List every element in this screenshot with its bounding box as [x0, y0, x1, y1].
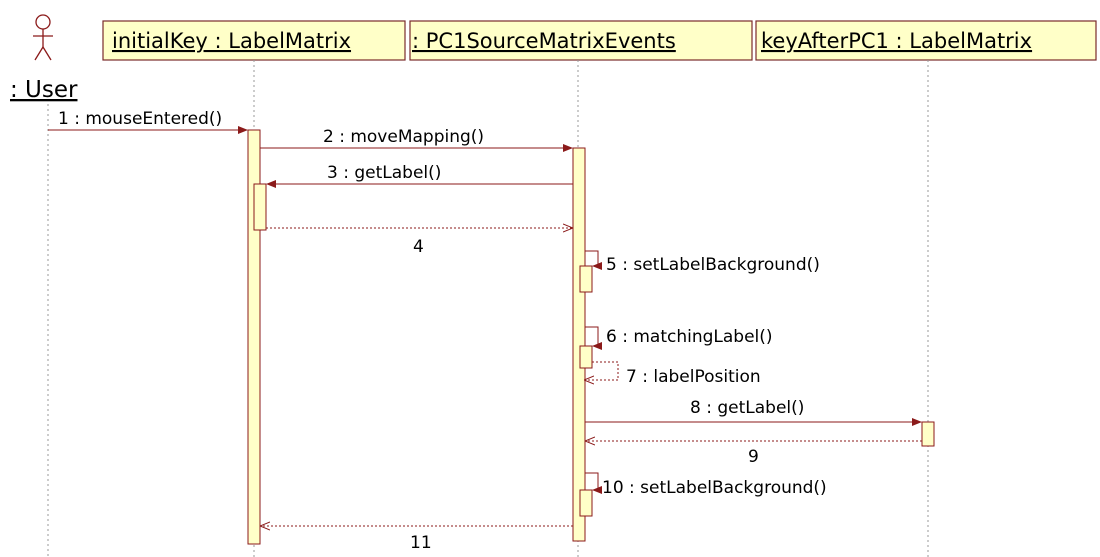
activation-pc1-setbg [579, 265, 593, 293]
message-label-5: 5 : setLabelBackground() [606, 255, 820, 275]
lifeline-header-keyafter [755, 20, 1097, 61]
message-arrow-7 [585, 361, 619, 380]
message-label-8: 8 : getLabel() [690, 398, 804, 418]
message-label-9: 9 [748, 447, 759, 467]
lifeline-header-pc1 [409, 20, 753, 61]
user-actor-icon [33, 14, 53, 61]
activation-pc1-matching [579, 345, 593, 369]
activation-pc1-setbg2 [579, 489, 593, 517]
message-label-4: 4 [413, 237, 424, 257]
message-label-2: 2 : moveMapping() [323, 127, 484, 147]
message-arrow-6 [585, 326, 602, 350]
actor-label: : User [10, 77, 78, 103]
message-label-6: 6 : matchingLabel() [606, 327, 773, 347]
message-label-11: 11 [410, 533, 432, 553]
lifeline-label-initialkey: initialKey : LabelMatrix [112, 29, 351, 53]
activation-keyafter [921, 421, 935, 447]
lifeline-header-initialkey [102, 20, 406, 61]
lifeline-label-keyafter: keyAfterPC1 : LabelMatrix [761, 29, 1032, 53]
message-arrow-10 [585, 472, 602, 494]
activation-pc1 [572, 147, 586, 542]
lifeline-label-pc1: : PC1SourceMatrixEvents [412, 29, 676, 53]
message-label-10: 10 : setLabelBackground() [602, 478, 827, 498]
message-label-1: 1 : mouseEntered() [58, 109, 222, 129]
activation-initialkey-nested [253, 183, 267, 231]
message-label-7: 7 : labelPosition [626, 367, 761, 387]
activation-initialkey [247, 129, 261, 545]
message-arrow-5 [585, 250, 602, 270]
message-label-3: 3 : getLabel() [327, 163, 441, 183]
